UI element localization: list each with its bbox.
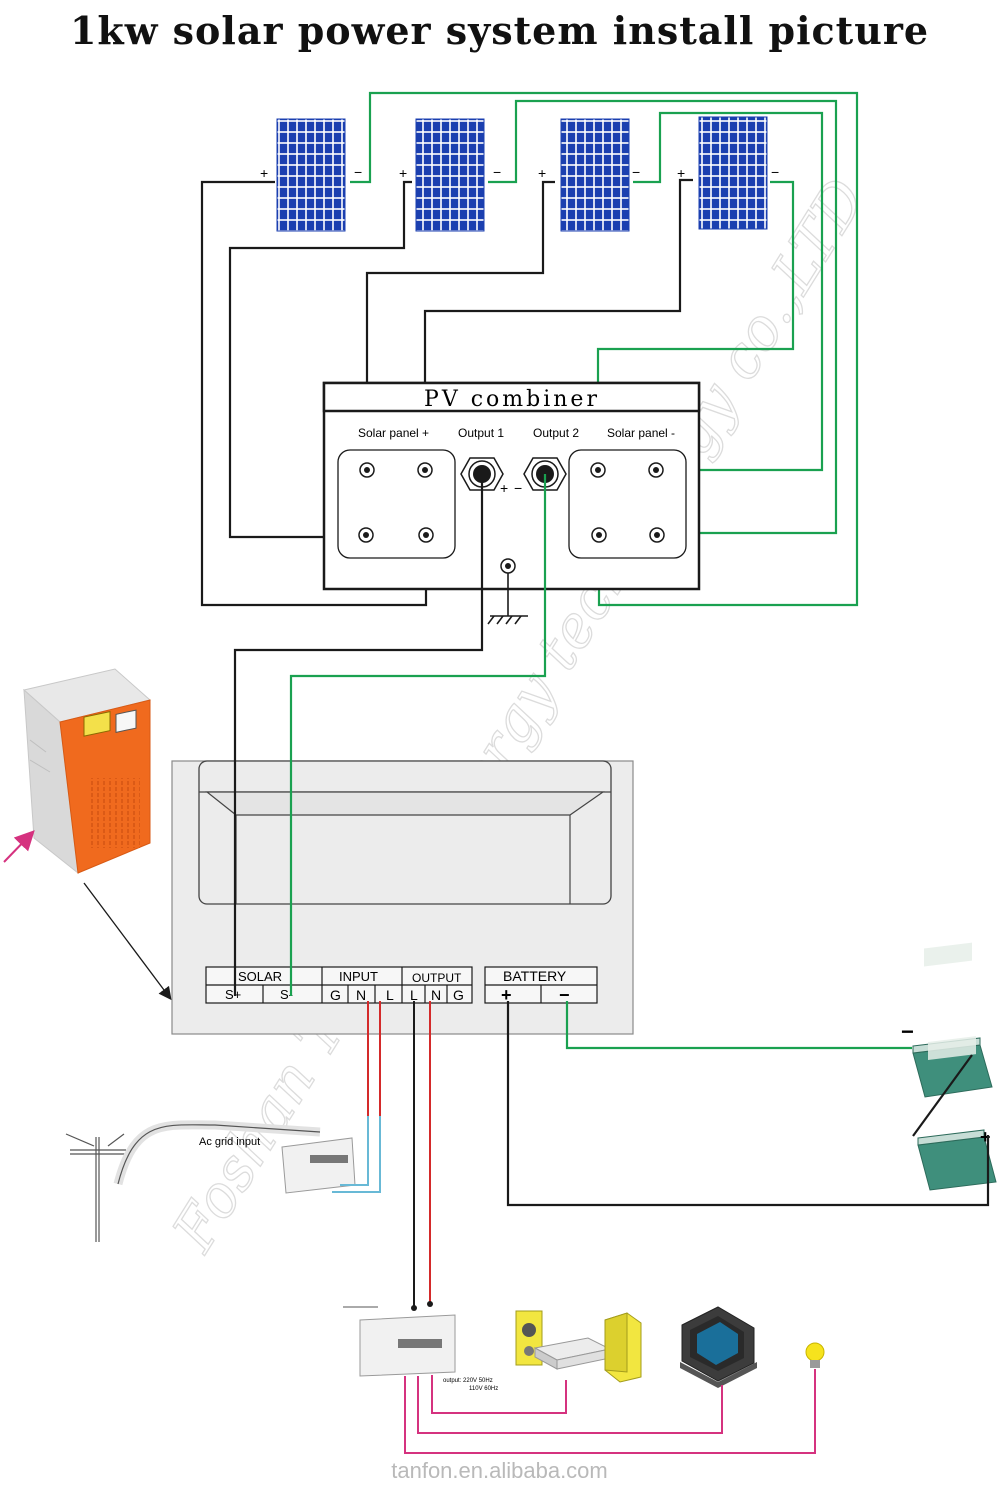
output-terminal-label: OUTPUT [412, 971, 462, 985]
combiner-terminal-plus-2 [417, 462, 433, 478]
combiner-terminal-minus-4 [649, 527, 665, 543]
combiner-terminal-plus-1 [359, 462, 375, 478]
input-g-terminal: G [330, 987, 341, 1003]
solar-panel-3 [560, 118, 630, 232]
combiner-output-minus: − [514, 480, 522, 496]
solar-minus-terminal: S- [280, 987, 293, 1002]
output-spec-line-2: 110V 60Hz [469, 1386, 498, 1392]
grid-input-wires [332, 1001, 381, 1193]
battery-plus-terminal: + [501, 985, 512, 1005]
output-spec-line-1: output: 220V 50Hz [443, 1378, 493, 1384]
inverter-terminal-block [205, 966, 473, 1004]
stereo-player-icon [533, 1337, 612, 1370]
inverter-product-image [22, 668, 152, 875]
panel-1-plus: + [260, 165, 268, 181]
panel-2-plus: + [399, 165, 407, 181]
light-bulb-icon [805, 1342, 825, 1368]
load-distribution-box [359, 1314, 456, 1377]
load-wires [404, 1369, 816, 1454]
footer-url: tanfon.en.alibaba.com [391, 1458, 608, 1483]
panel-wires [200, 91, 859, 607]
panel-2-minus: − [493, 164, 501, 180]
input-l-terminal: L [386, 987, 394, 1003]
solar-panel-4 [698, 116, 768, 230]
solar-plus-terminal: S+ [225, 987, 241, 1002]
combiner-terminal-minus-1 [590, 462, 606, 478]
battery-2 [917, 1036, 997, 1191]
speaker-right-icon [604, 1312, 642, 1383]
input-terminal-label: INPUT [339, 969, 378, 984]
combiner-solar-plus-label: Solar panel + [358, 426, 429, 440]
output-g-terminal: G [453, 987, 464, 1003]
output-l-node [411, 1305, 417, 1311]
panel-4-plus: + [677, 165, 685, 181]
panel-3-minus: − [632, 164, 640, 180]
output-n-terminal: N [431, 987, 441, 1003]
page-title: 1kw solar power system install picture [69, 8, 930, 53]
solar-panel-2 [415, 118, 485, 232]
battery-terminal-block [484, 966, 598, 1004]
battery-terminal-label: BATTERY [503, 968, 567, 984]
solar-terminal-label: SOLAR [238, 969, 282, 984]
combiner-terminal-plus-4 [418, 527, 434, 543]
output-n-node [427, 1301, 433, 1307]
combiner-ground-terminal [500, 558, 516, 574]
panel-3-plus: + [538, 165, 546, 181]
watermark: Foshan TanFon energy technology co.,LTD [159, 167, 879, 1263]
output-wires [413, 1001, 431, 1308]
output-l-terminal: L [410, 987, 418, 1003]
battery-plus-sign: + [980, 1127, 991, 1147]
computer-icon [680, 1306, 757, 1388]
combiner-solar-minus-label: Solar panel - [607, 426, 675, 440]
solar-panel-1 [276, 118, 346, 232]
battery-minus-sign: − [901, 1019, 914, 1044]
panel-4-minus: − [771, 164, 779, 180]
battery-minus-terminal: − [559, 985, 570, 1005]
pv-combiner: PV combiner Solar panel + Output 1 Outpu… [322, 381, 701, 591]
pink-pointer-arrow [3, 830, 35, 863]
battery-1 [912, 942, 993, 1098]
combiner-terminal-minus-2 [648, 462, 664, 478]
ac-grid-input-label: Ac grid input [199, 1136, 260, 1148]
combiner-output2-label: Output 2 [533, 426, 579, 440]
combiner-terminal-plus-3 [358, 527, 374, 543]
utility-pole [65, 1120, 321, 1242]
panel-1-minus: − [354, 164, 362, 180]
input-n-terminal: N [356, 987, 366, 1003]
ground-symbol [487, 573, 528, 625]
battery-wires [506, 1001, 990, 1207]
combiner-terminal-minus-3 [591, 527, 607, 543]
combiner-output-plus: + [500, 480, 508, 496]
inverter-detail-arrow [83, 882, 172, 1001]
combiner-output1-label: Output 1 [458, 426, 504, 440]
combiner-to-inverter-wires [233, 474, 547, 996]
combiner-title: PV combiner [424, 387, 600, 412]
